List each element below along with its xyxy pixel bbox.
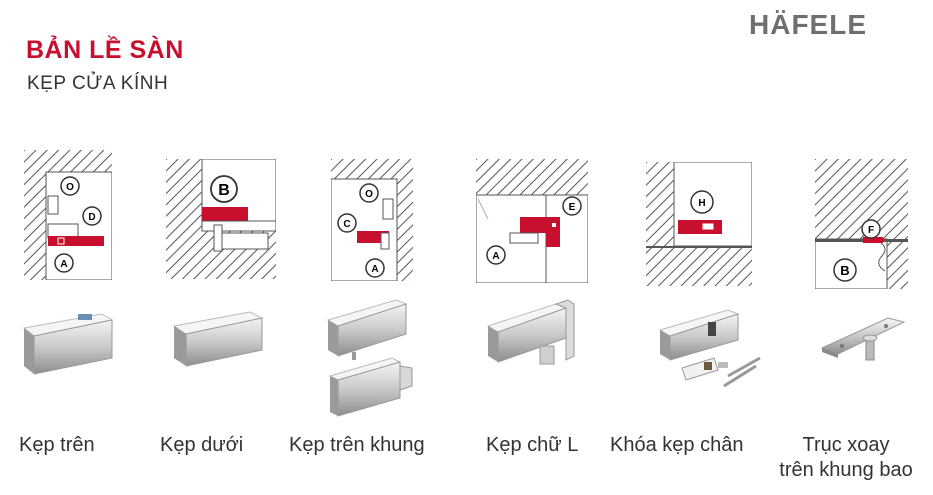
diagram-pivot-frame: F B <box>815 159 908 289</box>
diagram-top-patch: O D A <box>24 150 112 280</box>
diagram-overpanel-patch: O C A <box>331 159 413 281</box>
photo-top-patch <box>20 306 116 376</box>
diagram-bottom-patch: B <box>166 159 276 279</box>
marker-o: O <box>66 182 74 193</box>
label-l-patch: Kẹp chữ L <box>486 434 579 456</box>
marker-e: E <box>569 202 576 213</box>
label-top-patch: Kẹp trên <box>19 434 95 456</box>
photo-bottom-patch <box>170 306 270 368</box>
marker-f: F <box>868 225 874 236</box>
diagram-patch-lock: H <box>646 162 752 286</box>
label-bottom-patch: Kẹp dưới <box>160 434 244 456</box>
photo-pivot-frame <box>818 308 908 372</box>
photo-overpanel-patch <box>322 296 414 420</box>
marker-b: B <box>840 263 849 278</box>
label-pivot-frame-line1: Trục xoay <box>802 434 890 456</box>
label-pivot-frame: Trục xoay trên khung bao <box>760 434 932 482</box>
label-overpanel-patch: Kẹp trên khung <box>289 434 425 456</box>
marker-h: H <box>698 198 705 209</box>
hafele-logo: HÄFELE <box>749 9 867 40</box>
marker-o: O <box>365 189 373 200</box>
marker-a: A <box>60 259 67 270</box>
marker-b: B <box>218 182 230 199</box>
marker-d: D <box>88 212 95 223</box>
marker-a: A <box>371 264 378 275</box>
photo-l-patch <box>484 296 576 370</box>
diagram-l-patch: E A <box>476 159 588 283</box>
photo-patch-lock <box>656 300 764 392</box>
marker-c: C <box>343 219 350 230</box>
label-patch-lock: Khóa kẹp chân <box>610 434 744 456</box>
label-pivot-frame-line2: trên khung bao <box>779 459 913 481</box>
page-subtitle: KẸP CỬA KÍNH <box>27 73 169 94</box>
page-title: BẢN LỀ SÀN <box>26 36 184 64</box>
marker-a: A <box>492 251 499 262</box>
